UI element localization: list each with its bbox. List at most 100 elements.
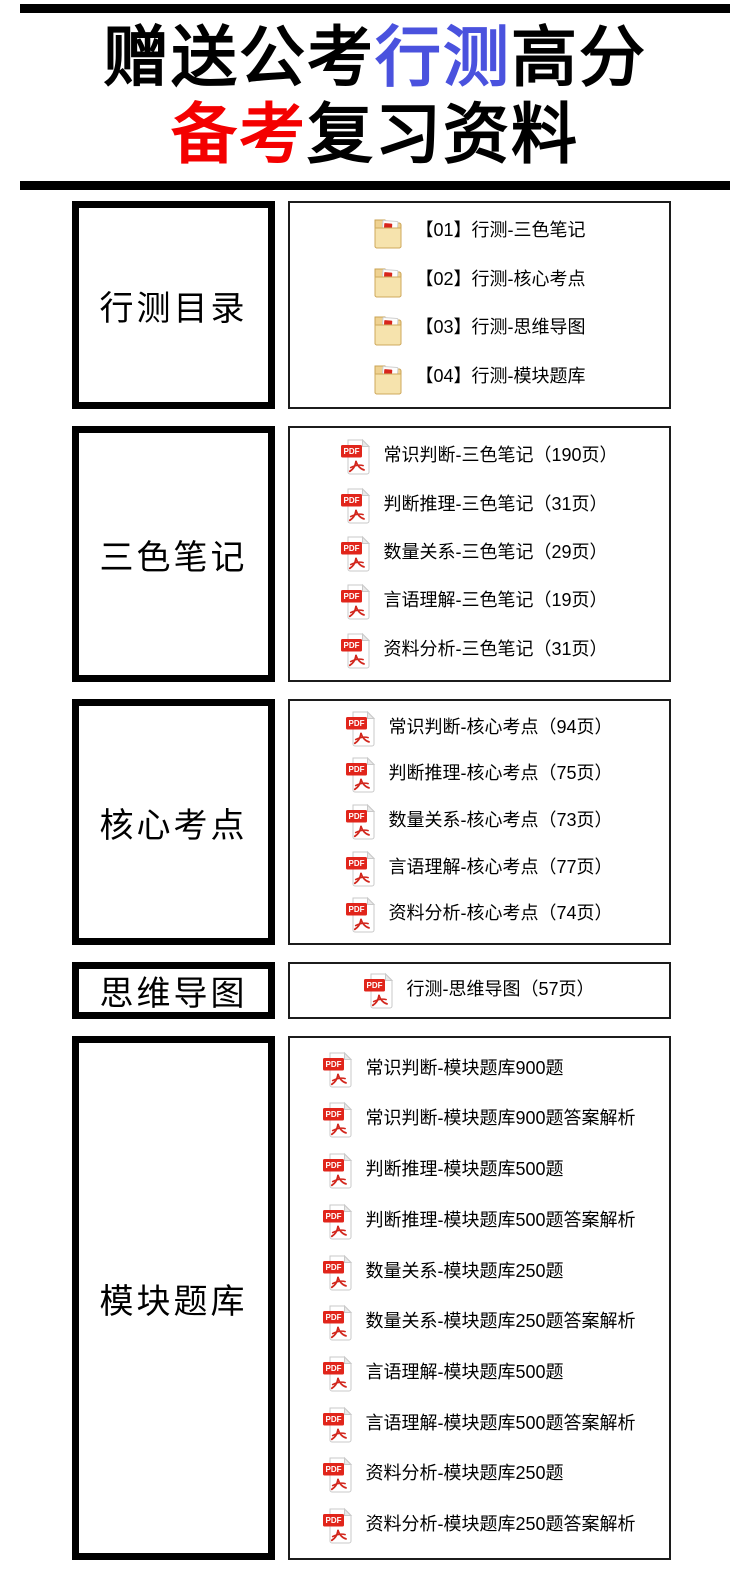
file-list-panel: PDF 常识判断-核心考点（94页） PDF 判断推理-核心考点（75页） PD…: [288, 699, 671, 945]
file-name: 数量关系-模块题库250题答案解析: [365, 1311, 636, 1332]
file-row[interactable]: PDF 资料分析-核心考点（74页）: [346, 896, 613, 934]
file-name: 判断推理-模块题库500题答案解析: [365, 1209, 636, 1230]
svg-text:PDF: PDF: [349, 719, 365, 728]
pdf-file-icon: PDF: [341, 583, 371, 621]
file-row[interactable]: 【03】行测-思维导图: [373, 310, 586, 348]
svg-text:PDF: PDF: [349, 812, 365, 821]
file-list: 【01】行测-三色笔记 【02】行测-核心考点 【03】行测-思维导图 【04】…: [373, 203, 586, 407]
file-list-panel: PDF 常识判断-模块题库900题 PDF 常识判断-模块题库900题答案解析 …: [288, 1036, 671, 1560]
file-row[interactable]: PDF 常识判断-模块题库900题答案解析: [323, 1101, 636, 1139]
section-three-color-notes: 三色笔记 PDF 常识判断-三色笔记（190页） PDF 判断推理-三色笔记（3…: [72, 426, 750, 682]
file-list: PDF 常识判断-核心考点（94页） PDF 判断推理-核心考点（75页） PD…: [346, 701, 613, 943]
file-list: PDF 常识判断-模块题库900题 PDF 常识判断-模块题库900题答案解析 …: [323, 1038, 636, 1558]
file-name: 常识判断-三色笔记（190页）: [383, 445, 618, 466]
section-label: 模块题库: [99, 1283, 248, 1321]
section-label: 三色笔记: [99, 539, 248, 577]
file-name: 数量关系-三色笔记（29页）: [383, 541, 608, 562]
top-divider-bar: [20, 4, 730, 13]
file-name: 言语理解-模块题库500题: [365, 1362, 564, 1383]
title-segment-accent-red: 备考: [171, 97, 307, 171]
file-name: 言语理解-三色笔记（19页）: [383, 590, 608, 611]
svg-text:PDF: PDF: [349, 766, 365, 775]
title-segment: 复习资料: [307, 97, 579, 171]
pdf-file-icon: PDF: [323, 1254, 353, 1292]
pdf-file-icon: PDF: [341, 632, 371, 670]
file-list: PDF 常识判断-三色笔记（190页） PDF 判断推理-三色笔记（31页） P…: [341, 428, 618, 680]
section-catalog: 行测目录 【01】行测-三色笔记 【02】行测-核心考点 【03】行测-思维导图: [72, 201, 750, 409]
file-row[interactable]: PDF 资料分析-模块题库250题答案解析: [323, 1507, 636, 1545]
file-row[interactable]: PDF 判断推理-模块题库500题答案解析: [323, 1203, 636, 1241]
pdf-file-icon: PDF: [341, 535, 371, 573]
svg-text:PDF: PDF: [326, 1314, 342, 1323]
file-row[interactable]: 【02】行测-核心考点: [373, 262, 586, 300]
file-row[interactable]: PDF 数量关系-模块题库250题: [323, 1254, 635, 1292]
pdf-file-icon: PDF: [346, 756, 376, 794]
title-line-1: 赠送公考行测高分: [0, 19, 750, 96]
main-title: 赠送公考行测高分 备考复习资料: [0, 13, 750, 181]
file-name: 【04】行测-模块题库: [415, 365, 586, 386]
pdf-file-icon: PDF: [323, 1406, 353, 1444]
file-row[interactable]: PDF 资料分析-三色笔记（31页）: [341, 632, 617, 670]
file-row[interactable]: PDF 言语理解-模块题库500题答案解析: [323, 1406, 636, 1444]
file-row[interactable]: PDF 常识判断-核心考点（94页）: [346, 710, 613, 748]
file-name: 资料分析-模块题库250题: [365, 1463, 564, 1484]
file-name: 判断推理-三色笔记（31页）: [383, 493, 608, 514]
section-label-box: 核心考点: [72, 699, 275, 945]
file-row[interactable]: PDF 常识判断-模块题库900题: [323, 1051, 635, 1089]
pdf-file-icon: PDF: [323, 1203, 353, 1241]
bottom-divider-bar: [20, 181, 730, 190]
svg-text:PDF: PDF: [367, 981, 383, 990]
section-label-box: 三色笔记: [72, 426, 275, 682]
file-list-panel: 【01】行测-三色笔记 【02】行测-核心考点 【03】行测-思维导图 【04】…: [288, 201, 671, 409]
file-row[interactable]: PDF 言语理解-核心考点（77页）: [346, 850, 613, 888]
svg-text:PDF: PDF: [326, 1415, 342, 1424]
pdf-file-icon: PDF: [341, 487, 371, 525]
file-row[interactable]: PDF 言语理解-三色笔记（19页）: [341, 583, 617, 621]
file-row[interactable]: PDF 判断推理-模块题库500题: [323, 1152, 635, 1190]
file-row[interactable]: PDF 常识判断-三色笔记（190页）: [341, 438, 618, 476]
section-label: 行测目录: [99, 290, 248, 328]
folder-icon: [373, 310, 403, 348]
folder-icon: [373, 262, 403, 300]
file-name: 常识判断-模块题库900题: [365, 1057, 564, 1078]
file-name: 常识判断-模块题库900题答案解析: [365, 1108, 636, 1129]
pdf-file-icon: PDF: [364, 972, 394, 1010]
file-name: 常识判断-核心考点（94页）: [388, 716, 613, 737]
file-row[interactable]: 【01】行测-三色笔记: [373, 213, 586, 251]
file-name: 判断推理-核心考点（75页）: [388, 763, 613, 784]
folder-icon: [373, 213, 403, 251]
svg-text:PDF: PDF: [326, 1516, 342, 1525]
file-row[interactable]: PDF 数量关系-模块题库250题答案解析: [323, 1304, 636, 1342]
file-row[interactable]: PDF 资料分析-模块题库250题: [323, 1456, 635, 1494]
pdf-file-icon: PDF: [346, 850, 376, 888]
title-segment: 高分: [511, 20, 647, 94]
file-row[interactable]: PDF 数量关系-核心考点（73页）: [346, 803, 613, 841]
svg-text:PDF: PDF: [344, 641, 360, 650]
pdf-file-icon: PDF: [323, 1355, 353, 1393]
file-name: 判断推理-模块题库500题: [365, 1159, 564, 1180]
file-row[interactable]: PDF 判断推理-三色笔记（31页）: [341, 487, 617, 525]
folder-icon: [373, 359, 403, 397]
svg-text:PDF: PDF: [326, 1212, 342, 1221]
pdf-file-icon: PDF: [323, 1051, 353, 1089]
file-row[interactable]: PDF 判断推理-核心考点（75页）: [346, 756, 613, 794]
file-row[interactable]: PDF 数量关系-三色笔记（29页）: [341, 535, 617, 573]
svg-text:PDF: PDF: [326, 1364, 342, 1373]
svg-text:PDF: PDF: [326, 1263, 342, 1272]
file-name: 数量关系-模块题库250题: [365, 1260, 564, 1281]
pdf-file-icon: PDF: [323, 1507, 353, 1545]
file-name: 资料分析-模块题库250题答案解析: [365, 1514, 636, 1535]
file-list-panel: PDF 常识判断-三色笔记（190页） PDF 判断推理-三色笔记（31页） P…: [288, 426, 671, 682]
sections: 行测目录 【01】行测-三色笔记 【02】行测-核心考点 【03】行测-思维导图: [0, 190, 750, 1560]
file-row[interactable]: PDF 行测-思维导图（57页）: [364, 972, 595, 1010]
file-name: 【03】行测-思维导图: [415, 317, 586, 338]
file-name: 言语理解-模块题库500题答案解析: [365, 1412, 636, 1433]
title-line-2: 备考复习资料: [0, 96, 750, 173]
pdf-file-icon: PDF: [323, 1101, 353, 1139]
file-list: PDF 行测-思维导图（57页）: [364, 964, 595, 1017]
section-label-box: 思维导图: [72, 962, 275, 1019]
file-row[interactable]: PDF 言语理解-模块题库500题: [323, 1355, 635, 1393]
svg-text:PDF: PDF: [344, 448, 360, 457]
file-row[interactable]: 【04】行测-模块题库: [373, 359, 586, 397]
pdf-file-icon: PDF: [346, 803, 376, 841]
